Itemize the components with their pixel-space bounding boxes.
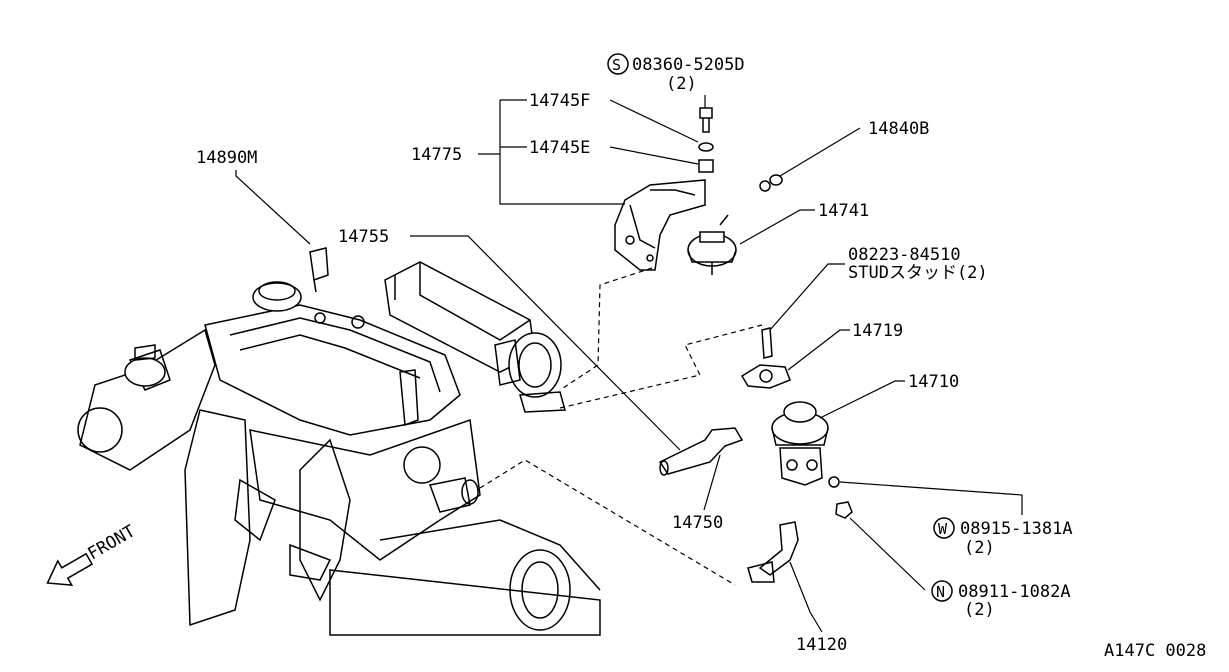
callout-qty: (2) xyxy=(964,538,995,558)
callout-08915: W 08915-1381A (2) xyxy=(933,517,1073,558)
egr-valve-14710 xyxy=(771,401,829,486)
callout-14710: 14710 xyxy=(908,372,959,392)
gasket-14719 xyxy=(740,364,791,389)
callout-14840B: 14840B xyxy=(868,119,929,139)
callout-14745E: 14745E xyxy=(529,138,590,158)
callout-14719: 14719 xyxy=(852,321,903,341)
callout-14120: 14120 xyxy=(796,635,847,655)
callout-08223: 08223-84510 STUDスタッド(2) xyxy=(848,245,988,283)
callout-08360: S 08360-5205D (2) xyxy=(607,53,745,94)
symbol-circle xyxy=(607,53,629,75)
assembly-lines xyxy=(479,267,763,586)
callout-number: 08360-5205D xyxy=(632,55,745,75)
callout-symbol: N xyxy=(936,583,945,601)
callout-number: 08223-84510 xyxy=(848,245,961,265)
symbol-circle xyxy=(933,517,955,539)
callout-symbol: W xyxy=(938,520,948,538)
engine-illustration xyxy=(77,247,601,636)
callout-14750: 14750 xyxy=(672,513,723,533)
clip-14840B xyxy=(759,174,783,192)
front-arrow xyxy=(46,552,94,586)
callout-qty: (2) xyxy=(666,74,697,94)
stud-08223 xyxy=(761,327,773,359)
hose-14750 xyxy=(658,427,744,476)
vacuum-valve-14741 xyxy=(687,214,737,275)
bolt-08360 xyxy=(699,107,713,133)
tube-14120 xyxy=(747,521,799,583)
callout-desc: STUDスタッド(2) xyxy=(848,263,988,283)
symbol-circle xyxy=(931,580,953,602)
nut-08911 xyxy=(835,501,853,519)
grommet-14745E xyxy=(698,159,714,173)
callout-14745F: 14745F xyxy=(529,91,590,111)
washer-14745F xyxy=(698,142,714,152)
callout-14890M: 14890M xyxy=(196,148,257,168)
callout-14755: 14755 xyxy=(338,227,389,247)
callout-number: 08911-1082A xyxy=(958,582,1071,602)
front-label: FRONT xyxy=(85,521,139,564)
leader-lines xyxy=(235,95,1023,633)
callout-symbol: S xyxy=(612,56,621,74)
drawing-code: A147C 0028 xyxy=(1104,641,1206,661)
bracket-14775 xyxy=(614,179,706,271)
callout-number: 08915-1381A xyxy=(960,519,1073,539)
callout-qty: (2) xyxy=(964,600,995,620)
callout-14775: 14775 xyxy=(411,145,462,165)
callout-14741: 14741 xyxy=(818,201,869,221)
washer-08915 xyxy=(828,476,840,488)
callout-08911: N 08911-1082A (2) xyxy=(931,580,1071,620)
